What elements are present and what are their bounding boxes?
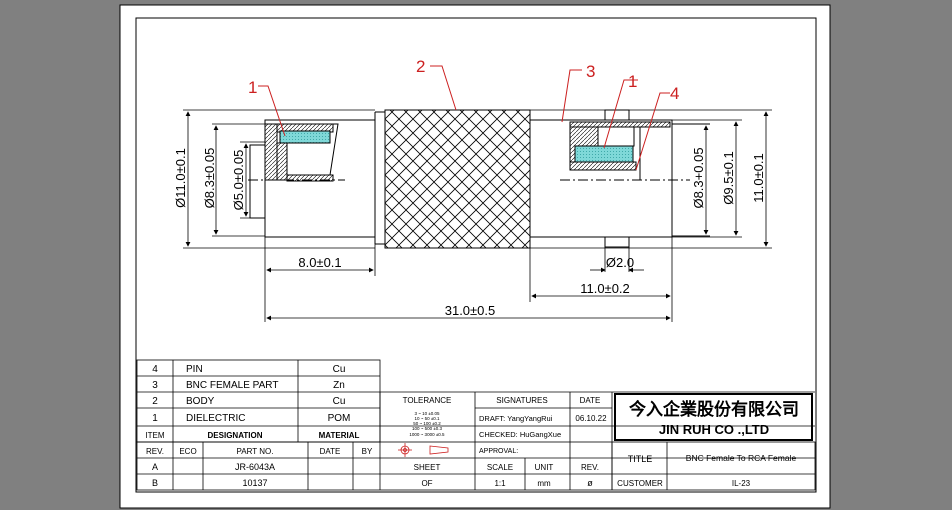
- tolerance-line-4: 100 ~ 500 ±0.3: [412, 426, 443, 431]
- balloon-1-right: 1: [628, 72, 637, 91]
- tolerance-line-2: 10 ~ 50 ±0.1: [414, 416, 440, 421]
- dim-11-right: 11.0±0.1: [751, 153, 766, 203]
- company-name-en: JIN RUH CO .,LTD: [659, 422, 769, 437]
- scale-label: SCALE: [487, 463, 513, 472]
- bom-item-2: 2: [152, 396, 158, 407]
- rev-cell-value: ø: [587, 478, 593, 488]
- projection-symbol-icon: [398, 443, 449, 457]
- rev-cell-label: REV.: [581, 463, 599, 472]
- bom-item-1: 1: [152, 413, 158, 424]
- bom-item-4: 4: [152, 364, 158, 375]
- rev-header-by: BY: [362, 447, 373, 456]
- company-name-cn: 今入企業股份有限公司: [629, 399, 799, 419]
- rev-header-date: DATE: [320, 447, 341, 456]
- signature-checked: CHECKED: HuGangXue: [479, 430, 561, 439]
- bom-item-3: 3: [152, 380, 158, 391]
- rev-header-eco: ECO: [179, 447, 196, 456]
- rev-header-part-no: PART NO.: [237, 447, 274, 456]
- dim-9-5-right: Ø9.5±0.1: [721, 151, 736, 204]
- dim-5-0-left: Ø5.0±0.05: [231, 150, 246, 211]
- bom-header-item: ITEM: [145, 431, 164, 440]
- scale-value: 1:1: [494, 479, 506, 488]
- date-value: 06.10.22: [575, 414, 607, 423]
- title-value: BNC Female To RCA Female: [686, 453, 797, 463]
- balloon-2: 2: [416, 57, 425, 76]
- customer-label: CUSTOMER: [617, 479, 663, 488]
- date-label: DATE: [580, 396, 601, 405]
- balloon-4: 4: [670, 84, 679, 103]
- customer-value: IL-23: [732, 479, 751, 488]
- rev-row-b: B: [152, 478, 158, 488]
- tolerance-line-5: 1000 ~ 3000 ±0.5: [409, 432, 445, 437]
- bom-header-designation: DESIGNATION: [208, 431, 263, 440]
- balloon-leaders: [258, 65, 670, 171]
- unit-label: UNIT: [535, 463, 554, 472]
- bom-designation-4: PIN: [186, 364, 203, 375]
- sheet-value: OF: [421, 479, 432, 488]
- bom-material-2: Cu: [333, 396, 346, 407]
- bom-material-3: Zn: [333, 380, 345, 391]
- dim-8-3-right: Ø8.3+0.05: [691, 147, 706, 208]
- dim-dia-2: Ø2.0: [606, 255, 634, 270]
- bom-material-4: Cu: [333, 364, 346, 375]
- bom-designation-3: BNC FEMALE PART: [186, 380, 278, 391]
- title-label: TITLE: [628, 454, 653, 464]
- signature-approval: APPROVAL:: [479, 448, 518, 455]
- drawing-border: [135, 17, 817, 493]
- dim-outer-dia-left: Ø11.0±0.1: [173, 148, 188, 208]
- connector-part-drawing: [248, 109, 710, 249]
- dim-length-31: 31.0±0.5: [445, 303, 496, 318]
- bom-material-1: POM: [328, 413, 351, 424]
- company-box: [614, 393, 813, 441]
- dim-length-11: 11.0±0.2: [580, 281, 630, 296]
- dim-8-3-left: Ø8.3±0.05: [202, 148, 217, 209]
- bom-header-material: MATERIAL: [319, 431, 360, 440]
- bom-designation-2: BODY: [186, 396, 215, 407]
- title-block-grid: [136, 359, 816, 491]
- signature-draft: DRAFT: YangYangRui: [479, 414, 553, 423]
- dim-length-8: 8.0±0.1: [298, 255, 341, 270]
- rev-header-rev: REV.: [146, 447, 164, 456]
- tolerance-line-1: 3 ~ 10 ±0.05: [414, 411, 440, 416]
- rev-row-a-part: JR-6043A: [235, 462, 275, 472]
- balloon-1-left: 1: [248, 78, 257, 97]
- dimension-lines: [183, 109, 772, 322]
- rev-row-b-part: 10137: [242, 478, 267, 488]
- tolerance-line-3: 50 ~ 100 ±0.2: [413, 421, 441, 426]
- tolerance-label: TOLERANCE: [403, 396, 452, 405]
- sheet-label: SHEET: [414, 463, 441, 472]
- signatures-label: SIGNATURES: [496, 396, 547, 405]
- balloon-3: 3: [586, 62, 595, 81]
- rev-row-a: A: [152, 462, 158, 472]
- unit-value: mm: [537, 479, 551, 488]
- bom-designation-1: DIELECTRIC: [186, 413, 245, 424]
